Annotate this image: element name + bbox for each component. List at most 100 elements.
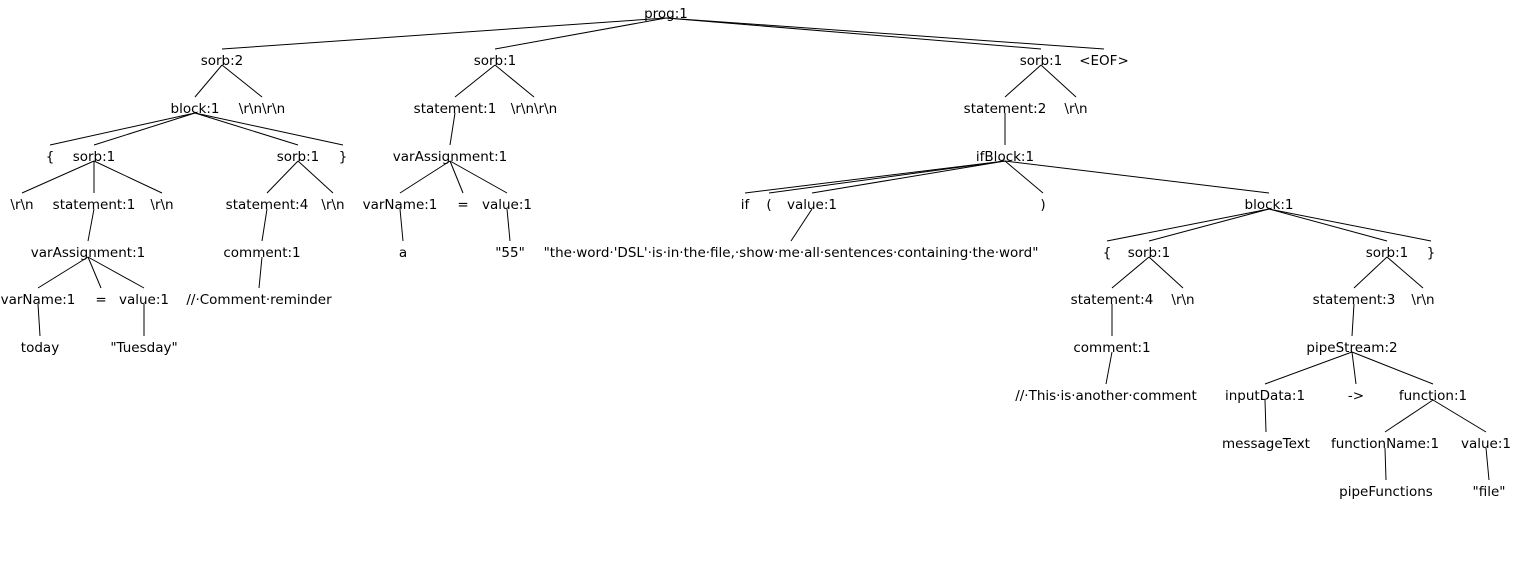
tree-node: }: [1427, 245, 1436, 261]
tree-edge: [1106, 208, 1270, 242]
tree-node: {: [1103, 245, 1112, 261]
tree-node: block:1: [171, 101, 220, 117]
tree-node: ifBlock:1: [976, 149, 1034, 165]
tree-node: value:1: [1461, 436, 1511, 452]
tree-node: }: [339, 149, 348, 165]
tree-node: \r\n: [1064, 101, 1087, 117]
tree-edge: [1040, 64, 1077, 98]
tree-edge: [93, 112, 196, 146]
tree-edge: [1351, 351, 1357, 385]
tree-edge: [506, 208, 511, 242]
tree-node: \r\n: [10, 197, 33, 213]
tree-node: ->: [1348, 388, 1364, 404]
tree-node: sorb:1: [1128, 245, 1171, 261]
tree-edge: [1351, 351, 1434, 385]
tree-node: value:1: [482, 197, 532, 213]
tree-edge: [1264, 399, 1267, 433]
tree-node: varName:1: [363, 197, 438, 213]
tree-node: if: [741, 197, 751, 213]
tree-node: statement:4: [1071, 292, 1154, 308]
tree-edge: [1485, 447, 1490, 481]
tree-node: messageText: [1222, 436, 1310, 452]
tree-node: value:1: [787, 197, 837, 213]
tree-edge: [194, 112, 299, 146]
tree-node: "55": [495, 245, 525, 261]
tree-node: sorb:2: [201, 53, 244, 69]
tree-node: statement:3: [1313, 292, 1396, 308]
tree-edge: [49, 112, 196, 146]
tree-edge: [1004, 160, 1270, 194]
tree-node: sorb:1: [1020, 53, 1063, 69]
tree-node: <EOF>: [1079, 53, 1129, 69]
tree-edge: [1268, 208, 1388, 242]
tree-edge: [261, 208, 268, 242]
tree-edge: [87, 256, 102, 289]
tree-edge: [37, 303, 41, 337]
tree-edge: [221, 17, 667, 50]
tree-node: varAssignment:1: [31, 245, 145, 261]
tree-node: sorb:1: [474, 53, 517, 69]
tree-edge: [494, 64, 535, 98]
tree-node: \r\n\r\n: [239, 101, 285, 117]
tree-node: today: [21, 340, 59, 356]
tree-edge: [1148, 208, 1270, 242]
tree-edge: [194, 112, 344, 146]
tree-node: sorb:1: [277, 149, 320, 165]
tree-edge: [790, 208, 813, 242]
tree-node: "the·word·'DSL'·is·in·the·file,·show·me·…: [544, 245, 1039, 261]
tree-node: \r\n: [1411, 292, 1434, 308]
tree-edge: [1105, 351, 1113, 385]
tree-node: statement:1: [414, 101, 497, 117]
tree-node: pipeFunctions: [1339, 484, 1433, 500]
tree-edge: [1111, 256, 1150, 289]
tree-node: \r\n: [1171, 292, 1194, 308]
tree-edge: [811, 160, 1006, 194]
tree-edge: [449, 160, 508, 194]
tree-edge: [1353, 256, 1388, 289]
tree-edge: [93, 160, 163, 194]
tree-edge: [1268, 208, 1432, 242]
tree-edge: [87, 208, 95, 242]
tree-edge: [1384, 399, 1434, 433]
tree-node: sorb:1: [73, 149, 116, 165]
tree-node: comment:1: [223, 245, 300, 261]
tree-edge: [1004, 160, 1044, 194]
tree-node: statement:2: [964, 101, 1047, 117]
tree-node: functionName:1: [1331, 436, 1439, 452]
tree-edge: [297, 160, 334, 194]
tree-edge: [266, 160, 299, 194]
tree-node: \r\n: [321, 197, 344, 213]
tree-edge: [87, 256, 145, 289]
tree-edge: [454, 64, 496, 98]
tree-node: (: [766, 197, 771, 213]
tree-node: \r\n\r\n: [511, 101, 557, 117]
tree-node: =: [457, 197, 468, 213]
tree-node: //·This·is·another·comment: [1015, 388, 1197, 404]
tree-node: varName:1: [1, 292, 76, 308]
tree-node: =: [95, 292, 106, 308]
tree-edge: [744, 160, 1006, 194]
tree-node: inputData:1: [1225, 388, 1305, 404]
tree-node: statement:1: [53, 197, 136, 213]
tree-node: ): [1040, 197, 1045, 213]
tree-edge: [1384, 447, 1387, 481]
tree-node: varAssignment:1: [393, 149, 507, 165]
tree-edge: [494, 17, 667, 50]
tree-node: "file": [1473, 484, 1506, 500]
tree-node: "Tuesday": [110, 340, 177, 356]
tree-edge: [258, 256, 263, 289]
tree-edge: [1004, 64, 1042, 98]
tree-edge: [665, 17, 1042, 50]
tree-node: comment:1: [1073, 340, 1150, 356]
tree-node: //·Comment·reminder: [186, 292, 332, 308]
tree-edge: [1432, 399, 1487, 433]
tree-node: \r\n: [150, 197, 173, 213]
tree-edge: [1148, 256, 1184, 289]
tree-node: value:1: [119, 292, 169, 308]
tree-node: sorb:1: [1366, 245, 1409, 261]
tree-node: {: [46, 149, 55, 165]
tree-edge: [768, 160, 1006, 194]
tree-edge: [21, 160, 95, 194]
